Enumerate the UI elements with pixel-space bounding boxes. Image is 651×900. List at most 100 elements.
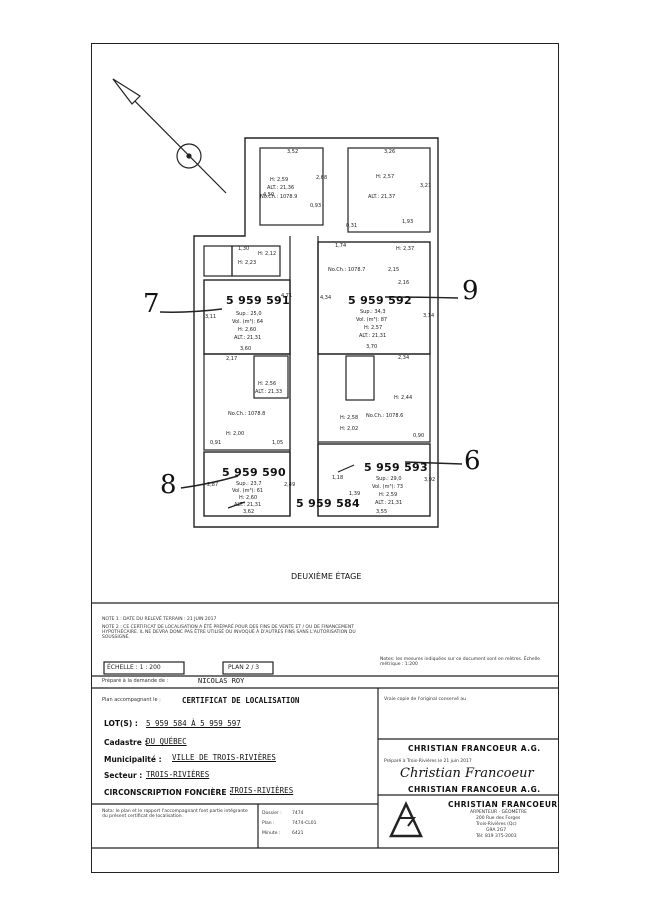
dim-label: H: 2,57 (376, 174, 395, 180)
firm-name: CHRISTIAN FRANCOEUR (448, 800, 558, 809)
dim-label: 2,17 (226, 356, 238, 362)
lots-label: LOT(S) : (104, 719, 138, 728)
lot-vol: Vol. (m³): 64 (232, 319, 264, 325)
dim-label: 0,93 (310, 203, 322, 209)
plan-accompagnant-label: Plan accompagnant le : (102, 697, 161, 703)
dim-label: 4,34 (320, 295, 332, 301)
minute-value: 6421 (292, 831, 304, 836)
handwritten-6: 6 (464, 446, 481, 476)
dim-label: H: 2,56 (258, 381, 277, 387)
firm-under-signature: CHRISTIAN FRANCOEUR A.G. (408, 785, 541, 794)
document-title: CERTIFICAT DE LOCALISATION (182, 696, 300, 705)
plan-sheet-border (91, 43, 559, 873)
dim-label: 3,52 (287, 149, 299, 155)
lot-vol: Vol. (m³): 87 (356, 317, 388, 323)
lot-sup: Sup.: 23,7 (236, 481, 262, 487)
circonscription-label: CIRCONSCRIPTION FONCIÈRE : (104, 788, 233, 797)
lot-number-7: 5 959 591 (226, 294, 290, 307)
firm-sub-4: G9A 2G7 (486, 828, 507, 833)
dim-label: H: 2,23 (238, 260, 257, 266)
dim-label: H: 2,00 (226, 431, 245, 437)
plan-number-label: PLAN 2 / 3 (228, 664, 260, 671)
minute-label: Minute : (262, 831, 281, 836)
dim-label: 3,14 (423, 313, 435, 319)
dim-label: 3,26 (384, 149, 396, 155)
handwritten-arrow-9 (384, 296, 459, 299)
dim-label: 0,91 (210, 440, 222, 446)
lot-vol: Vol. (m³): 73 (372, 484, 404, 490)
dim-label: 2,49 (284, 482, 296, 488)
note-1: NOTE 1 : DATE DU RELEVÉ TERRAIN : 21 JUI… (102, 617, 217, 622)
secteur-label: Secteur : (104, 771, 143, 780)
dim-label: No.Ch.: 1078.6 (366, 413, 404, 419)
municipalite-label: Municipalité : (104, 755, 162, 764)
dim-label: 3,60 (240, 346, 252, 352)
true-copy-note: Vraie copie de l'original conservé au (384, 697, 466, 702)
dim-label: ALT.: 21,33 (255, 389, 283, 395)
dim-label: ALT.: 21,37 (368, 194, 396, 200)
dim-label: 1,18 (332, 475, 344, 481)
common-lot-number: 5 959 584 (296, 497, 360, 510)
handwritten-7: 7 (143, 289, 160, 319)
dim-label: 2,15 (388, 267, 400, 273)
secteur-value: TROIS-RIVIÈRES (146, 770, 210, 779)
signature: Christian Francoeur (400, 766, 534, 781)
dim-label: H: 2,44 (394, 395, 413, 401)
dim-label: H: 2,59 (270, 177, 289, 183)
firm-sub-3: Trois-Rivières (Qc) (476, 822, 517, 827)
dim-label: 1,93 (402, 219, 414, 225)
circonscription-value: TROIS-RIVIÈRES (230, 786, 294, 795)
firm-sub-1: ARPENTEUR - GÉOMÈTRE (470, 810, 527, 815)
dossier-value: 7474 (292, 811, 304, 816)
lot-h: H: 2,60 (238, 327, 257, 333)
cadastre-value: DU QUÉBEC (146, 737, 187, 746)
note-2: NOTE 2 : CE CERTIFICAT DE LOCALISATION A… (102, 625, 356, 641)
handwritten-8: 8 (160, 470, 177, 500)
dim-label: No.Ch.: 1078.7 (328, 267, 366, 273)
handwritten-arrow-6 (404, 461, 463, 465)
lot-alt: ALT.: 21,31 (375, 500, 403, 506)
handwritten-arrow-7 (159, 308, 223, 313)
lot-alt: ALT.: 21,31 (234, 335, 262, 341)
lot-sup: Sup.: 34,3 (360, 309, 386, 315)
building-outline (193, 137, 439, 528)
dim-label: 1,30 (238, 246, 250, 252)
dim-label: 2,16 (398, 280, 410, 286)
dim-label: H: 2,12 (258, 251, 277, 257)
firm-logo-triangle (389, 801, 423, 838)
lot-h: H: 2,59 (379, 492, 398, 498)
dim-label: ALT.: 21,36 (267, 185, 295, 191)
scale-label: ÉCHELLE : 1 : 200 (107, 664, 161, 671)
north-arrow-circle (176, 143, 202, 169)
lot-number-6: 5 959 593 (364, 461, 428, 474)
dim-label: 4,50 (263, 192, 275, 198)
dim-label: 2,68 (316, 175, 328, 181)
measures-note: Notes: les mesures indiquées sur ce docu… (380, 657, 540, 668)
prepared-for-value: NICOLAS ROY (198, 677, 245, 685)
cadastre-label: Cadastre : (104, 738, 148, 747)
dim-label: 1,39 (349, 491, 361, 497)
dim-label: H: 2,37 (396, 246, 415, 252)
firm-sub-2: 200 Rue des Forges (476, 816, 521, 821)
plan-ref-label: Plan : (262, 821, 275, 826)
lot-number-9: 5 959 592 (348, 294, 412, 307)
dim-label: 4,71 (281, 293, 293, 299)
dim-label: 3,11 (205, 314, 217, 320)
plan-ref-value: 7474-CL01 (292, 821, 317, 826)
lot-sup: Sup.: 29,0 (376, 476, 402, 482)
lots-value: 5 959 584 À 5 959 597 (146, 719, 241, 728)
dim-label: H: 2,58 (340, 415, 359, 421)
dossier-label: Dossier : (262, 811, 282, 816)
firm-sub-5: Tél: 819 375-2003 (476, 834, 517, 839)
municipalite-value: VILLE DE TROIS-RIVIÈRES (172, 753, 276, 762)
dim-label: No.Ch.: 1078.8 (228, 411, 266, 417)
prepared-line: Préparé à Trois-Rivières le 21 juin 2017 (384, 759, 472, 764)
lot-number-8: 5 959 590 (222, 466, 286, 479)
dim-label: 0,90 (413, 433, 425, 439)
handwritten-arrow-8 (180, 475, 239, 489)
dim-label: 2,87 (207, 482, 219, 488)
handwritten-9: 9 (462, 276, 479, 306)
legal-note: Nota: le plan et le rapport l'accompagna… (102, 809, 248, 820)
dim-label: 3,92 (424, 477, 436, 483)
